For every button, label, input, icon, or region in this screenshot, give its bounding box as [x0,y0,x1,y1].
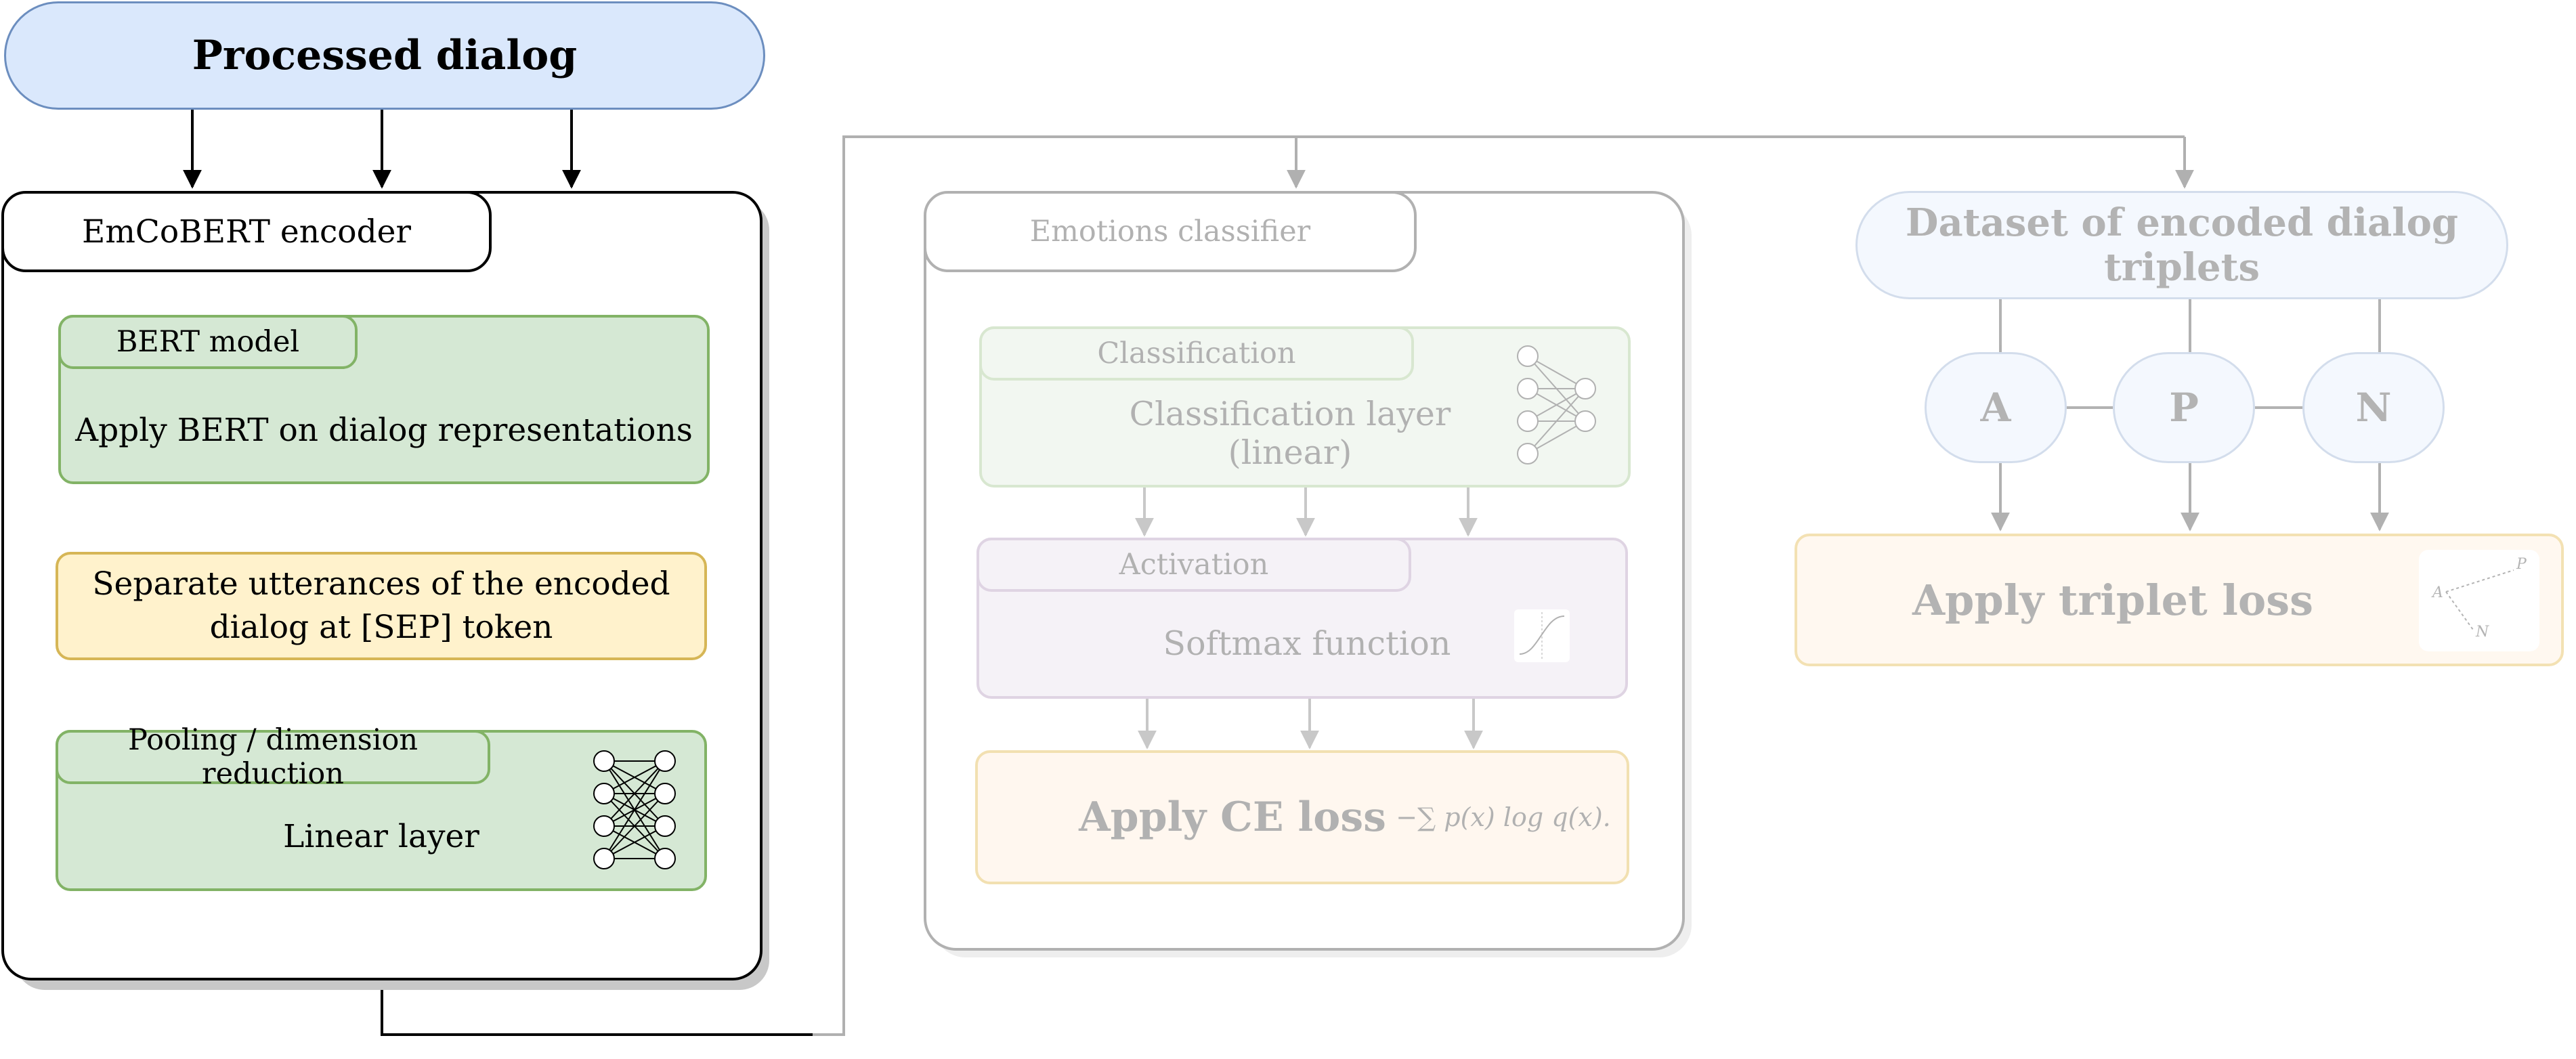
triplet-dataset-node: Dataset of encoded dialog triplets [1855,191,2508,299]
activation-tab-label: Activation [1119,548,1269,582]
classifier-title-tab: Emotions classifier [924,191,1417,272]
classification-tab-label: Classification [1097,337,1296,370]
activation-box [976,538,1628,699]
separate-utterances-text: Separate utterances of the encoded dialo… [92,565,670,646]
activation-tab: Activation [976,538,1411,592]
pooling-tab-label: Pooling / dimension reduction [127,723,418,791]
triplet-loss-label: Apply triplet loss [1912,575,2314,625]
triplet-dataset-label: Dataset of encoded dialog triplets [1905,200,2459,290]
encoder-title: EmCoBERT encoder [82,213,411,251]
classification-layer-label: Classification layer (linear) [1129,395,1451,472]
ce-formula-text: −∑ p(x) log q(x). [1396,802,1611,832]
ce-loss-text: Apply CE loss [1056,750,1409,884]
processed-dialog-node: Processed dialog [4,1,765,110]
classification-tab: Classification [979,326,1414,381]
classifier-network-icon [1517,345,1596,464]
ce-loss-label: Apply CE loss [1079,794,1386,841]
neural-network-icon [593,750,676,869]
classifier-container [924,191,1685,951]
classification-box [979,326,1631,488]
svg-text:P: P [2516,556,2527,573]
activation-text: Softmax function [1070,596,1544,691]
negative-node: N [2302,352,2445,463]
distribution-line [813,135,2185,1036]
pooling-text: Linear layer [56,785,707,887]
separate-utterances-box: Separate utterances of the encoded dialo… [56,552,707,660]
positive-label: P [2169,385,2199,431]
classifier-shadow [933,203,1692,957]
bert-model-tab: BERT model [58,315,358,369]
classifier-title: Emotions classifier [1029,215,1311,248]
bert-model-description: Apply BERT on dialog representations [75,411,693,449]
processed-dialog-label: Processed dialog [192,32,578,79]
ce-loss-box [975,750,1629,884]
encoder-output-line [381,980,813,1036]
bert-model-tab-label: BERT model [116,325,300,359]
softmax-label: Softmax function [1163,624,1451,663]
anchor-node: A [1925,352,2067,463]
pooling-tab: Pooling / dimension reduction [56,723,490,791]
triplet-embedding-icon: P A N [2419,550,2539,651]
softmax-icon [1514,609,1570,662]
ce-formula: −∑ p(x) log q(x). [1381,750,1625,884]
svg-text:N: N [2475,624,2489,641]
positive-node: P [2113,352,2255,463]
anchor-label: A [1980,385,2011,431]
triplet-loss-box [1795,534,2564,666]
bert-model-text: Apply BERT on dialog representations [58,379,710,481]
encoder-title-tab: EmCoBERT encoder [1,191,492,272]
triplet-loss-text: Apply triplet loss [1896,534,2330,666]
negative-label: N [2355,385,2392,431]
linear-layer-label: Linear layer [283,817,479,855]
classification-text: Classification layer (linear) [1070,386,1510,481]
svg-text:A: A [2431,584,2443,601]
